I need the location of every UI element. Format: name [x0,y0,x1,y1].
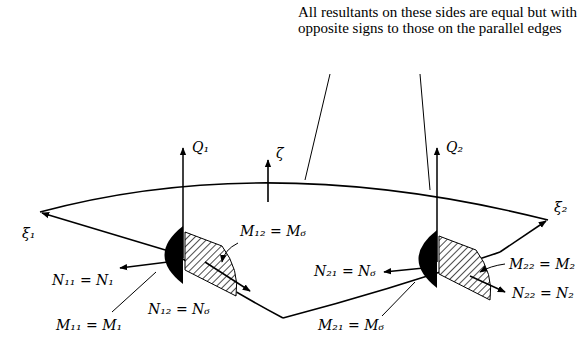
top-edge [40,183,548,220]
leader-line [420,74,430,190]
twist-block [185,232,237,296]
resultant-label: M₁₁ = M₁ [56,316,122,334]
force-arrow [384,268,424,272]
shear-arrow [436,148,438,262]
force-arrow [120,262,168,268]
resultant-label: N₂₂ = N₂ [512,284,574,302]
resultant-label: N₂₁ = N₆ [314,262,376,280]
axis-label: ξ₁ [22,224,35,242]
note-text: All resultants on these sides are equal … [298,4,578,36]
resultant-label: M₁₂ = M₆ [240,222,306,240]
resultant-label: N₁₁ = N₁ [52,271,114,289]
axis-label: ζ [276,144,284,162]
resultant-label: M₂₂ = M₂ [509,255,575,273]
moment-block [165,226,184,284]
leader-line [382,282,415,316]
resultant-label: N₁₂ = N₆ [148,300,210,318]
twist-block [439,236,491,300]
leader-line [305,74,330,180]
moment-block [419,230,438,288]
axis-label: ξ₂ [554,198,567,216]
xi2-axis [500,221,546,252]
resultant-label: Q₁ [192,138,209,156]
force-arrow [470,276,505,292]
xi1-axis [42,213,172,252]
leader-line [222,243,238,262]
shear-arrow [182,148,184,258]
zeta-axis [267,160,269,202]
resultant-label: M₂₁ = M₆ [318,316,384,334]
leader-line [480,264,505,272]
resultant-label: Q₂ [446,138,463,156]
force-arrow [205,262,250,291]
